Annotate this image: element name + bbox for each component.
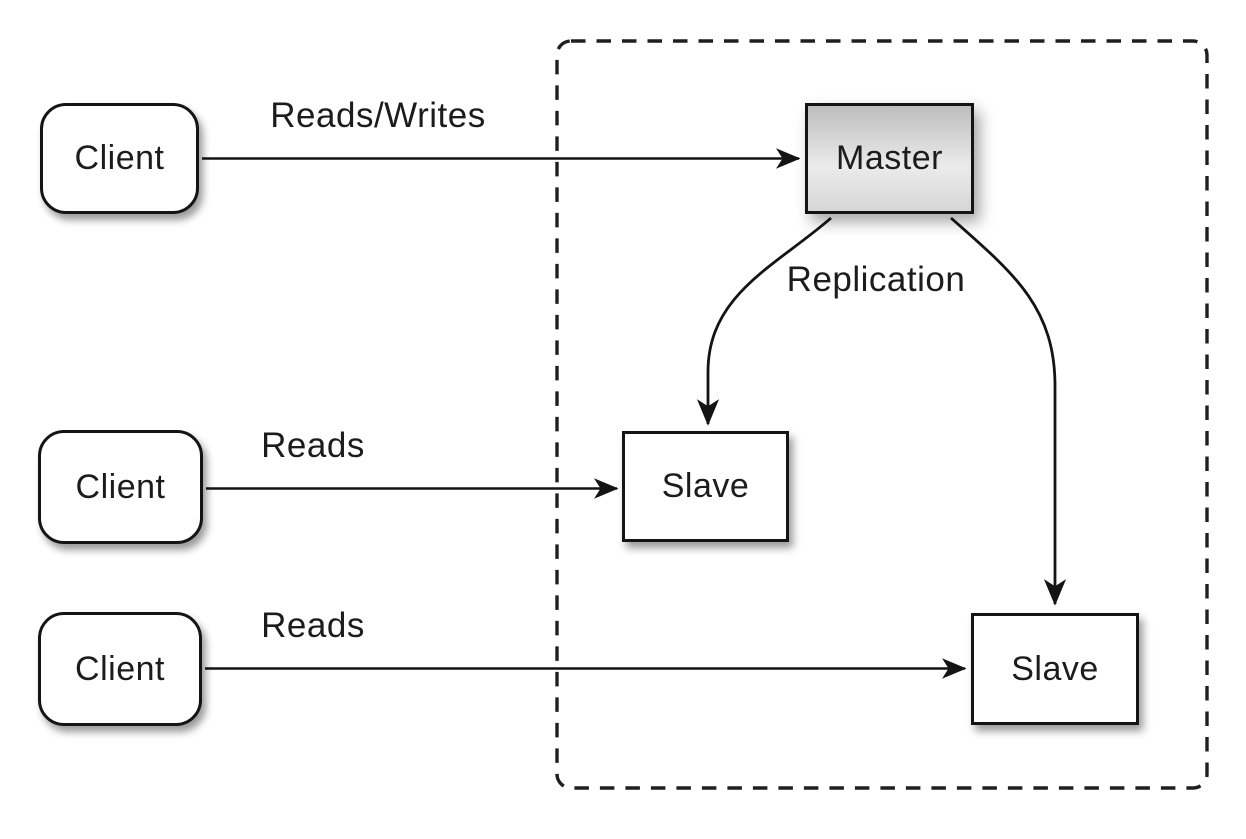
server-group-boundary (555, 39, 1209, 790)
node-slave-right: Slave (971, 613, 1139, 725)
node-client-bottom-label: Client (75, 649, 165, 688)
node-client-top: Client (40, 103, 199, 214)
node-client-middle-label: Client (75, 467, 166, 506)
node-client-middle: Client (38, 430, 203, 544)
edge-label-reads-middle: Reads (261, 426, 365, 465)
node-slave-left-label: Slave (661, 467, 750, 505)
arrow-replication-left (696, 216, 832, 426)
node-client-top-label: Client (74, 139, 165, 177)
node-slave-left: Slave (622, 431, 789, 542)
edge-label-reads-writes: Reads/Writes (270, 96, 486, 135)
node-client-bottom: Client (38, 612, 202, 726)
edge-label-replication: Replication (786, 260, 966, 299)
edge-label-reads-bottom: Reads (261, 606, 365, 645)
node-master: Master (805, 103, 974, 214)
node-master-label: Master (836, 139, 943, 177)
arrow-replication-right (950, 216, 1067, 606)
node-slave-right-label: Slave (1011, 649, 1099, 688)
